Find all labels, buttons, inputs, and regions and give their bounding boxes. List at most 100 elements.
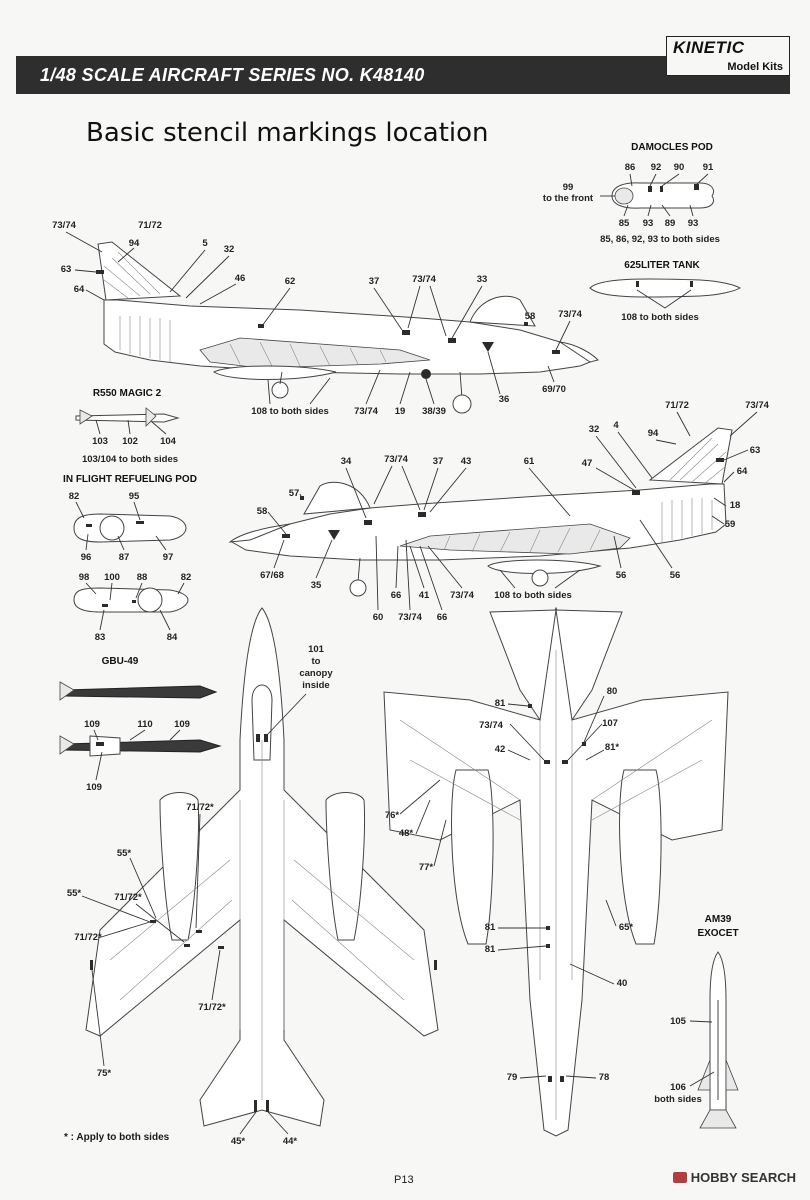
- top-45: 45*: [231, 1136, 246, 1147]
- fuel-tank-625l: 625LITER TANK 108 to both sides: [589, 260, 741, 323]
- top-55-a: 55*: [117, 848, 132, 859]
- header-bar: 1/48 SCALE AIRCRAFT SERIES NO. K48140: [16, 56, 790, 94]
- magic-102: 102: [122, 436, 138, 447]
- bot-79: 79: [507, 1072, 518, 1083]
- bot-73-74: 73/74: [479, 720, 503, 731]
- am39-exocet-missile: AM39 EXOCET 105 106 both sides: [654, 914, 739, 1129]
- bot-81-b: 81*: [605, 742, 620, 753]
- bot-81-d: 81: [485, 944, 496, 955]
- bot-40: 40: [617, 978, 628, 989]
- gbu-109b: 109: [174, 719, 190, 730]
- page-number: P13: [394, 1174, 414, 1186]
- s1-37: 37: [369, 276, 380, 287]
- magic-title: R550 MAGIC 2: [93, 388, 162, 399]
- s2-66a: 66: [391, 590, 402, 601]
- hobby-search-logo-icon: [672, 1172, 687, 1183]
- top-75: 75*: [97, 1068, 112, 1079]
- s2-73-74-mid: 73/74: [384, 454, 408, 465]
- damocles-title: DAMOCLES POD: [631, 142, 713, 153]
- refuel-97: 97: [163, 552, 174, 563]
- brand-name: KINETIC: [673, 38, 745, 57]
- exocet-106-note: both sides: [654, 1094, 702, 1105]
- side-view-right: 71/72 73/74 32 4 94 63 47 64 18 59 34 73…: [228, 400, 770, 623]
- canopy-note-4: inside: [302, 680, 329, 691]
- gbu-109a: 109: [84, 719, 100, 730]
- callout-92: 92: [651, 162, 662, 173]
- s1-94: 94: [129, 238, 140, 249]
- bot-48: 48*: [399, 828, 414, 839]
- page-title: Basic stencil markings location: [86, 118, 489, 148]
- refuel-88: 88: [137, 572, 148, 583]
- bot-81-a: 81: [495, 698, 506, 709]
- s2-18: 18: [730, 500, 741, 511]
- s1-73-74-nose: 73/74: [558, 309, 582, 320]
- s1-71-72: 71/72: [138, 220, 162, 231]
- callout-93a: 93: [643, 218, 654, 229]
- s1-32: 32: [224, 244, 235, 255]
- refuel-98: 98: [79, 572, 90, 583]
- callout-90: 90: [674, 162, 685, 173]
- side-view-left: 73/74 71/72 94 5 32 63 46 64 62 37 73/74…: [52, 220, 599, 417]
- canopy-note-3: canopy: [299, 668, 333, 679]
- magic-103: 103: [92, 436, 108, 447]
- s1-46: 46: [235, 273, 246, 284]
- s1-73-74-tail: 73/74: [52, 220, 76, 231]
- damocles-pod: DAMOCLES POD 99 to the front 86 92 90 91…: [543, 142, 720, 245]
- s1-62: 62: [285, 276, 296, 287]
- s1-33: 33: [477, 274, 488, 285]
- s2-73-74-lower: 73/74: [398, 612, 422, 623]
- s2-4: 4: [613, 420, 619, 431]
- s1-19: 19: [395, 406, 406, 417]
- s2-47: 47: [582, 458, 593, 469]
- gbu-110: 110: [137, 719, 152, 730]
- top-44: 44*: [283, 1136, 298, 1147]
- series-title: 1/48 SCALE AIRCRAFT SERIES NO. K48140: [40, 65, 425, 85]
- exocet-title-1: AM39: [705, 914, 732, 925]
- top-71-72-b: 71/72*: [114, 892, 142, 903]
- s1-73-74-mid: 73/74: [412, 274, 436, 285]
- refuel-82a: 82: [69, 491, 80, 502]
- bot-65: 65*: [619, 922, 634, 933]
- s2-43: 43: [461, 456, 472, 467]
- top-71-72-c: 71/72*: [74, 932, 102, 943]
- s2-56: 56: [616, 570, 627, 581]
- top-71-72-a: 71/72*: [186, 802, 214, 813]
- canopy-note-1: 101: [308, 644, 325, 655]
- callout-85: 85: [619, 218, 630, 229]
- s2-64: 64: [737, 466, 748, 477]
- s2-73-74-tail: 73/74: [745, 400, 769, 411]
- s1-5: 5: [202, 238, 208, 249]
- r550-magic-missile: R550 MAGIC 2 103 102 104 103/104 to both…: [75, 388, 180, 465]
- damocles-note: 85, 86, 92, 93 to both sides: [600, 234, 720, 245]
- callout-86: 86: [625, 162, 636, 173]
- kinetic-logo: KINETIC Model Kits: [666, 36, 790, 76]
- s2-94: 94: [648, 428, 659, 439]
- s2-37: 37: [433, 456, 444, 467]
- s2-73-74-b: 73/74: [450, 590, 474, 601]
- footnote: * : Apply to both sides: [64, 1132, 170, 1143]
- refuel-84: 84: [167, 632, 178, 643]
- callout-89: 89: [665, 218, 676, 229]
- s1-73-74-lower: 73/74: [354, 406, 378, 417]
- refuel-82b: 82: [181, 572, 192, 583]
- s2-108-note: 108 to both sides: [494, 590, 572, 601]
- to-front-label-b: to the front: [543, 193, 594, 204]
- exocet-106: 106: [670, 1082, 686, 1093]
- brand-subtitle: Model Kits: [727, 61, 783, 73]
- s2-41: 41: [419, 590, 430, 601]
- top-55-b: 55*: [67, 888, 82, 899]
- s2-59: 59: [725, 519, 736, 530]
- callout-93b: 93: [688, 218, 699, 229]
- s1-108-note: 108 to both sides: [251, 406, 329, 417]
- refuel-83: 83: [95, 632, 106, 643]
- s2-34: 34: [341, 456, 352, 467]
- s2-63: 63: [750, 445, 761, 456]
- tank-title: 625LITER TANK: [624, 260, 700, 271]
- s2-58: 58: [257, 506, 268, 517]
- exocet-title-2: EXOCET: [697, 928, 738, 939]
- s2-60: 60: [373, 612, 384, 623]
- s2-71-72: 71/72: [665, 400, 689, 411]
- callout-91: 91: [703, 162, 714, 173]
- exocet-105: 105: [670, 1016, 687, 1027]
